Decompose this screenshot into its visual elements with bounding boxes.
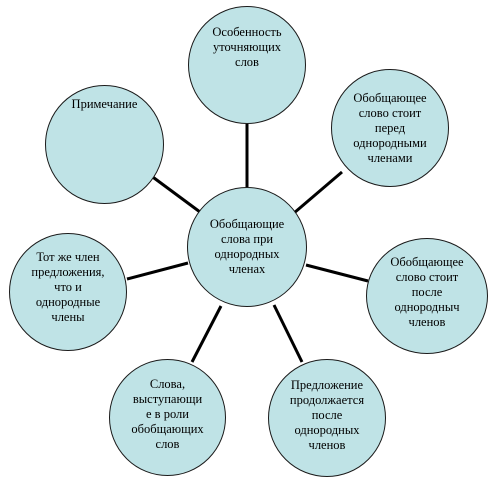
text-line: членов: [308, 438, 346, 452]
text-line: что и: [54, 280, 82, 294]
text-line: однородныч: [394, 300, 460, 314]
text-line: Особенность: [212, 25, 282, 39]
text-line: слово стоит: [358, 106, 422, 120]
node-word-before: Обобщающее слово стоит перед однородными…: [331, 69, 449, 187]
text-line: обобщающих: [131, 422, 204, 436]
text-line: членах: [228, 262, 266, 276]
text-line: слова при: [220, 232, 274, 246]
text-line: Слова,: [149, 377, 186, 391]
text-line: продолжается: [289, 393, 365, 407]
text-line: однородных: [294, 423, 360, 437]
text-line: однородные: [35, 295, 101, 309]
node-label: Слова, выступающи е в роли обобщающих сл…: [131, 377, 203, 452]
text-line: Примечание: [71, 97, 138, 111]
text-line: членами: [367, 151, 413, 165]
text-line: Предложение: [290, 378, 364, 392]
text-line: однородными: [353, 136, 427, 150]
node-same-member: Тот же член предложения, что и однородны…: [9, 233, 127, 351]
text-line: Тот же член: [36, 250, 100, 264]
text-line: после: [411, 285, 443, 299]
text-line: предложения,: [31, 265, 105, 279]
text-line: е в роли: [146, 407, 189, 421]
text-line: однородных: [214, 247, 280, 261]
text-line: членов: [408, 315, 446, 329]
center-node: Обобщающие слова при однородных членах: [187, 187, 307, 307]
node-label: Обобщающее слово стоит перед однородными…: [353, 91, 426, 166]
connector-bl: [190, 305, 223, 363]
text-line: слово стоит: [395, 270, 459, 284]
text-line: после: [311, 408, 343, 422]
text-line: Обобщающее: [353, 91, 427, 105]
text-line: уточняющих: [212, 40, 282, 54]
text-line: перед: [374, 121, 406, 135]
node-word-after: Обобщающее слово стоит после однородныч …: [366, 238, 488, 354]
node-label: Тот же член предложения, что и однородны…: [31, 250, 104, 325]
node-label: Особенность уточняющих слов: [212, 25, 281, 70]
node-label: Примечание: [72, 97, 138, 112]
connector-br: [272, 304, 304, 363]
text-line: выступающи: [132, 392, 203, 406]
text-line: члены: [51, 310, 85, 324]
node-label: Обобщающее слово стоит после однородныч …: [390, 255, 463, 330]
node-sentence-continues: Предложение продолжается после однородны…: [268, 359, 386, 477]
center-node-label: Обобщающие слова при однородных членах: [210, 217, 284, 277]
connector-left: [126, 261, 189, 281]
connector-tr: [293, 170, 343, 215]
node-clarifying-words: Особенность уточняющих слов: [188, 6, 306, 124]
node-note: Примечание: [45, 85, 164, 204]
node-label: Предложение продолжается после однородны…: [290, 378, 364, 453]
text-line: слов: [155, 437, 180, 451]
text-line: Обобщающие: [209, 217, 285, 231]
text-line: Обобщающее: [390, 255, 464, 269]
text-line: слов: [235, 55, 259, 69]
connector-tl: [149, 173, 201, 214]
node-generalizing-role: Слова, выступающи е в роли обобщающих сл…: [109, 359, 226, 476]
connector-right: [305, 263, 369, 283]
